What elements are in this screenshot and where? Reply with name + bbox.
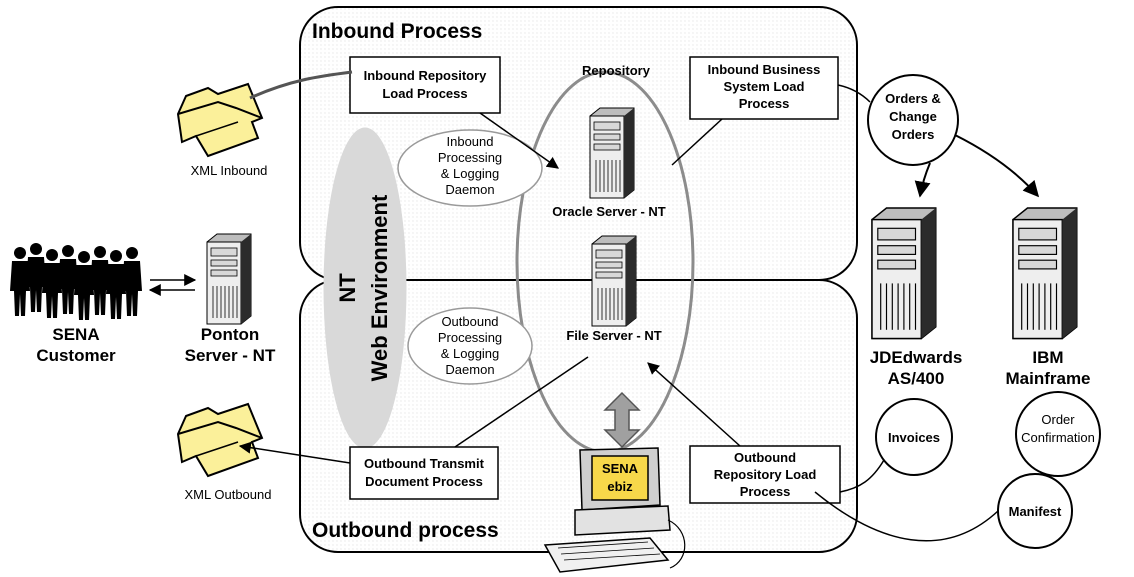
xml-inbound-folder-icon	[177, 83, 263, 157]
orders-to-jde-arrow	[914, 162, 931, 198]
outbound-repo-load-line1: Outbound	[734, 450, 796, 465]
business-load-to-orders-line	[837, 84, 871, 103]
orders-line1: Orders &	[885, 91, 941, 106]
xml-inbound-label: XML Inbound	[191, 163, 268, 178]
inbound-daemon-line2: Processing	[438, 150, 502, 165]
ponton-server-icon	[206, 233, 252, 325]
sena-ebiz-workstation-icon	[543, 447, 686, 573]
inbound-business-line1: Inbound Business	[708, 62, 821, 77]
xml-inbound-to-repo-load-line	[249, 70, 353, 100]
outbound-transmit-to-xml-outbound-arrow	[238, 441, 351, 464]
outbound-daemon-line1: Outbound	[441, 314, 498, 329]
customer-line1: SENA	[52, 325, 99, 344]
xml-outbound-label: XML Outbound	[185, 487, 272, 502]
inbound-repo-load-line2: Load Process	[382, 86, 467, 101]
orders-line2: Change	[889, 109, 937, 124]
customer-people-icon	[10, 243, 142, 320]
inbound-daemon-line1: Inbound	[447, 134, 494, 149]
inbound-daemon-oval	[397, 129, 543, 207]
ebiz-screen-line1: SENA	[602, 461, 639, 476]
inbound-business-line2: System Load	[724, 79, 805, 94]
inbound-business-load-box	[689, 56, 839, 120]
repository-label: Repository	[582, 63, 651, 78]
invoices-to-outbound-load-line	[839, 459, 885, 493]
inbound-title: Inbound Process	[312, 20, 482, 43]
web-env-label: Web Environment	[367, 194, 392, 381]
outbound-daemon-line3: & Logging	[441, 346, 500, 361]
outbound-daemon-line4: Daemon	[445, 362, 494, 377]
invoices-label: Invoices	[888, 430, 940, 445]
ponton-line1: Ponton	[201, 325, 260, 344]
jde-line1: JDEdwards	[870, 348, 963, 367]
oracle-to-business-load-line	[671, 118, 723, 166]
outbound-transmit-box	[349, 446, 499, 500]
order-confirmation-line1: Order	[1041, 412, 1075, 427]
invoices-circle	[875, 398, 953, 476]
file-server-icon	[591, 235, 637, 327]
orders-circle	[867, 74, 959, 166]
outbound-daemon-oval	[407, 307, 533, 385]
inbound-repo-load-box	[349, 56, 501, 114]
manifest-label: Manifest	[1009, 504, 1062, 519]
outbound-title: Outbound process	[312, 519, 499, 542]
order-confirmation-line2: Confirmation	[1021, 430, 1095, 445]
orders-line3: Orders	[892, 127, 935, 142]
order-confirmation-to-manifest-line	[1039, 473, 1047, 476]
ponton-line2: Server - NT	[185, 346, 276, 365]
oracle-server-icon	[589, 107, 635, 199]
outbound-repo-load-box	[689, 445, 841, 504]
ebiz-file-server-double-arrow	[603, 391, 641, 449]
outbound-repo-load-to-file-server-arrow	[647, 362, 741, 447]
inbound-repo-load-line1: Inbound Repository	[364, 68, 488, 83]
outbound-transmit-line2: Document Process	[365, 474, 483, 489]
orders-to-ibm-arrow	[954, 134, 1040, 198]
ebiz-screen-line2: ebiz	[607, 479, 633, 494]
outbound-repo-load-line2: Repository Load	[714, 467, 817, 482]
repo-load-to-oracle-arrow	[479, 112, 559, 169]
manifest-to-outbound-load-line	[814, 491, 999, 542]
file-server-label: File Server - NT	[566, 328, 661, 343]
inbound-daemon-line3: & Logging	[441, 166, 500, 181]
jde-server-icon	[871, 207, 937, 340]
outbound-repo-load-line3: Process	[740, 484, 791, 499]
customer-line2: Customer	[36, 346, 116, 365]
ibm-line1: IBM	[1032, 348, 1063, 367]
inbound-business-line3: Process	[739, 96, 790, 111]
ibm-line2: Mainframe	[1005, 369, 1090, 388]
web-env-nt: NT	[335, 273, 360, 303]
outbound-transmit-line1: Outbound Transmit	[364, 456, 485, 471]
inbound-daemon-line4: Daemon	[445, 182, 494, 197]
file-server-to-outbound-transmit-line	[454, 356, 589, 448]
oracle-server-label: Oracle Server - NT	[552, 204, 666, 219]
order-confirmation-circle	[1015, 391, 1101, 477]
jde-line2: AS/400	[888, 369, 945, 388]
ibm-server-icon	[1012, 207, 1078, 340]
xml-outbound-folder-icon	[177, 403, 263, 477]
outbound-daemon-line2: Processing	[438, 330, 502, 345]
